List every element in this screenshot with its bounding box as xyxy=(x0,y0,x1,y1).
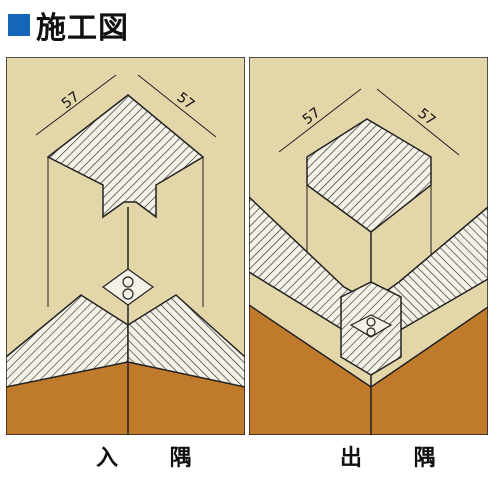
inside-corner-svg: 57 57 xyxy=(6,57,245,435)
floor-area xyxy=(249,304,488,435)
outside-corner-svg: 57 57 xyxy=(249,57,488,435)
screw-hole-icon xyxy=(122,276,134,288)
dimension-line-right xyxy=(137,74,217,138)
dimension-line-left xyxy=(278,88,362,153)
screw-hole-icon xyxy=(122,288,134,300)
page-title: 施工図 xyxy=(8,6,129,46)
title-bullet-square xyxy=(8,14,30,36)
inside-corner-cap xyxy=(46,94,205,219)
dimension-line-left xyxy=(35,74,117,136)
outside-corner-diagram: 57 57 xyxy=(249,57,488,435)
outside-corner-cap xyxy=(306,118,432,233)
title-text: 施工図 xyxy=(36,11,129,46)
dimension-line-right xyxy=(376,88,460,156)
caption-outside-corner: 出 隅 xyxy=(340,446,458,471)
right-baseboard-molding xyxy=(127,294,245,388)
inside-corner-diagram: 57 57 xyxy=(6,57,245,435)
screw-hole-icon xyxy=(366,327,376,337)
caption-inside-corner: 入 隅 xyxy=(96,446,214,471)
screw-hole-icon xyxy=(366,317,376,327)
